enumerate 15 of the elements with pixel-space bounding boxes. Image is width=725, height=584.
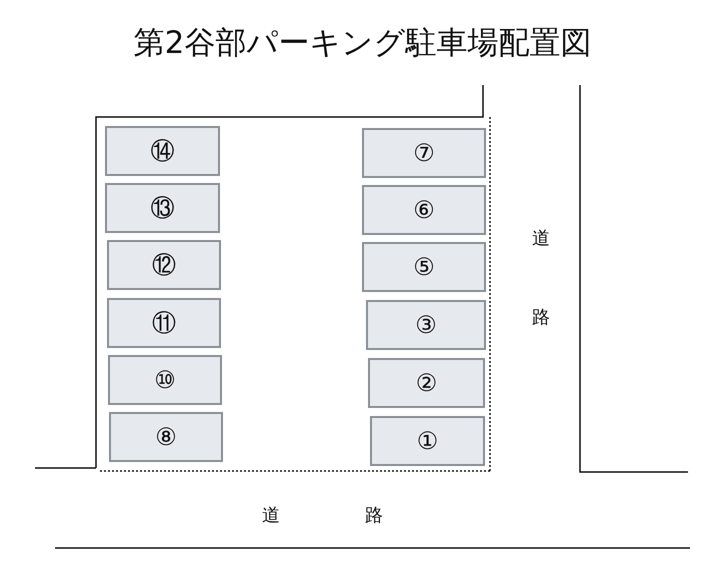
parking-space: ⑧ [109,412,223,462]
parking-space: ⑬ [105,183,220,233]
parking-space: ② [368,358,485,408]
parking-space: ③ [366,300,486,350]
title: 第2谷部パーキング駐車場配置図 [132,24,592,63]
parking-space: ⑩ [108,355,222,405]
parking-space: ① [370,416,485,466]
road-label: 道路 [262,504,468,527]
parking-space: ⑦ [362,128,486,178]
parking-space: ⑫ [107,240,221,290]
parking-space: ⑤ [362,242,486,292]
parking-space: ⑪ [107,298,221,348]
parking-space: ⑥ [362,185,486,235]
parking-space: ⑭ [105,126,220,176]
road-label: 道路 [529,214,552,374]
